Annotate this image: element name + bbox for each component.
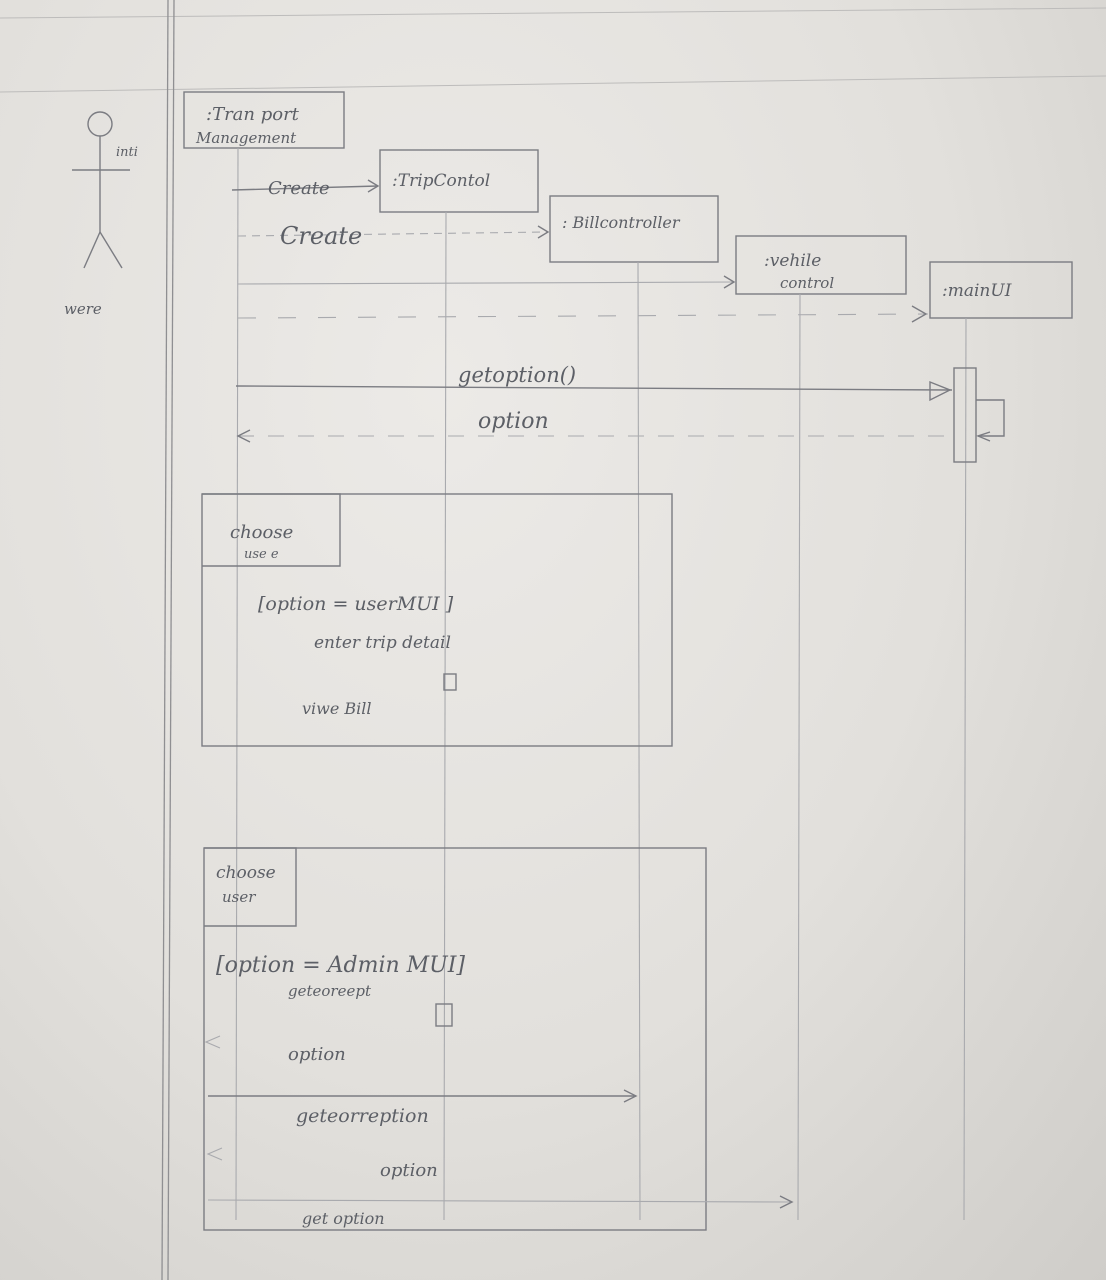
fragment2-msg-getcorrept: geteoreept bbox=[288, 982, 372, 1000]
self-call-arrowhead bbox=[976, 431, 991, 442]
fragment1-msg-enter-trip: enter trip detail bbox=[314, 633, 451, 653]
fragment2-msg-option-1: option bbox=[288, 1044, 346, 1065]
message-create-2: Create bbox=[237, 222, 550, 250]
fragment1-activation-box bbox=[443, 673, 457, 691]
mainui-activation-bar bbox=[953, 367, 977, 463]
create1-label: Create bbox=[268, 178, 330, 199]
fragment1-label-line1: choose bbox=[230, 522, 293, 543]
mainui-label: :mainUI bbox=[942, 281, 1012, 301]
fragment2-label-line1: choose bbox=[216, 863, 276, 883]
fragment2-activation-box bbox=[435, 1003, 453, 1027]
fragment2-return-arrow-2 bbox=[206, 1147, 223, 1161]
create2-label: Create bbox=[280, 222, 362, 250]
transport-label-line2: Management bbox=[195, 129, 297, 147]
bill-label: : Billcontroller bbox=[562, 213, 681, 232]
vehicle-label-line2: control bbox=[780, 274, 834, 292]
self-call-loop bbox=[976, 399, 1005, 437]
lifeline-transport-management: :Tran port Management bbox=[183, 91, 345, 1221]
fragment1-msg-view-bill: viwe Bill bbox=[302, 699, 372, 718]
option-return-label: option bbox=[478, 409, 549, 434]
fragment2-msg-getcorreption: geteorreption bbox=[296, 1105, 429, 1127]
message-create-4 bbox=[237, 305, 929, 323]
vehicle-label-line1: :vehile bbox=[764, 251, 821, 271]
fragment2-msg-get-option: get option bbox=[302, 1209, 385, 1228]
getoption-label: getoption() bbox=[458, 363, 576, 387]
message-option-return: option bbox=[236, 409, 952, 443]
message-create-1: Create bbox=[231, 178, 380, 199]
lifeline-vehicle-control: :vehile control bbox=[735, 235, 907, 1221]
fragment2-msg-option-2: option bbox=[380, 1160, 438, 1181]
fragment1-label-line2: use e bbox=[244, 547, 279, 562]
fragment2-label-line2: user bbox=[222, 888, 256, 906]
trip-label: :TripContol bbox=[392, 171, 490, 191]
actor-stick-figure bbox=[72, 111, 130, 269]
lifeline-main-ui: :mainUI bbox=[929, 261, 1073, 1221]
message-getoption: getoption() bbox=[235, 363, 953, 402]
lifeline-trip-control: :TripContol bbox=[379, 149, 539, 1221]
fragment1-guard: [option = userMUI ] bbox=[258, 593, 454, 615]
combined-fragment-1: choose use e [option = userMUI ] enter t… bbox=[201, 493, 673, 747]
fragment2-msg5-line bbox=[207, 1199, 793, 1203]
message-create-3 bbox=[237, 275, 736, 289]
fragment2-return-arrow-1 bbox=[204, 1035, 221, 1049]
fragment2-guard: [option = Admin MUI] bbox=[216, 953, 465, 978]
lifeline-bill-controller: : Billcontroller bbox=[549, 195, 719, 1221]
actor-side-label: inti bbox=[116, 145, 138, 160]
transport-label-line1: :Tran port bbox=[206, 104, 300, 125]
actor-label: were bbox=[64, 300, 102, 318]
combined-fragment-2: choose user [option = Admin MUI] geteore… bbox=[203, 847, 794, 1231]
